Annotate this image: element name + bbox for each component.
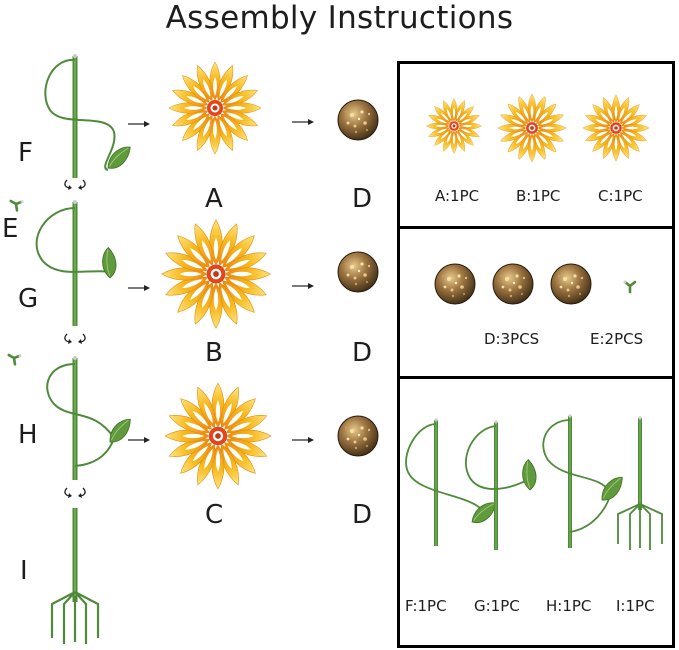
ball-label-d-2: D [352,338,373,368]
part-qty-g: G:1PC [474,597,520,615]
arrow-right-icon [291,436,315,444]
bronze-ball-icon [434,263,476,305]
rotate-arrows-icon [64,333,86,345]
parts-panel-balls [397,226,675,378]
flower-icon [494,90,570,166]
ball-label-d-3: D [352,500,373,530]
stake-label-h: H [18,420,38,450]
ground-spike-illustration [50,508,100,644]
connector-clip-icon [7,194,26,213]
connector-label-e: E [2,214,19,244]
stake-g-illustration [35,200,123,326]
flower-label-b: B [205,338,223,368]
part-qty-e: E:2PCS [590,330,644,348]
flower-icon [424,96,484,156]
bronze-ball-icon [550,263,592,305]
stake-label-f: F [18,138,33,168]
arrow-right-icon [127,120,151,128]
stake-f-illustration [44,54,136,178]
bronze-ball-icon [492,263,534,305]
stake-icon [542,414,629,548]
part-qty-h: H:1PC [546,597,592,615]
leaf-icon [96,246,123,280]
parts-panel-stakes [397,376,675,648]
bronze-ball-icon [337,415,379,457]
connector-clip-icon [622,279,637,294]
ball-label-d-1: D [352,184,373,214]
part-qty-f: F:1PC [405,597,447,615]
parts-panel-flowers [397,61,675,228]
stake-label-i: I [20,556,28,586]
stake-icon [465,420,543,550]
arrow-right-icon [291,118,315,126]
ground-spike-icon [617,416,663,550]
arrow-right-icon [291,282,315,290]
arrow-right-icon [127,436,151,444]
part-qty-a: A:1PC [435,187,480,205]
flower-a-illustration [165,58,265,158]
connector-clip-icon [5,348,24,367]
part-qty-d: D:3PCS [484,330,540,348]
flower-label-c: C [205,500,224,530]
bronze-ball-icon [337,99,379,141]
flower-c-illustration [160,378,276,494]
rotate-arrows-icon [64,179,86,191]
rotate-arrows-icon [64,487,86,499]
page-title: Assembly Instructions [165,0,514,36]
flower-label-a: A [205,184,223,214]
arrow-right-icon [127,284,151,292]
bronze-ball-icon [337,251,379,293]
stake-h-illustration [46,356,137,480]
stake-label-g: G [18,284,39,314]
part-qty-c: C:1PC [598,187,643,205]
part-qty-b: B:1PC [516,187,561,205]
flower-b-illustration [158,216,274,332]
stake-icon [405,418,501,546]
part-qty-i: I:1PC [616,597,655,615]
flower-icon [578,90,654,166]
